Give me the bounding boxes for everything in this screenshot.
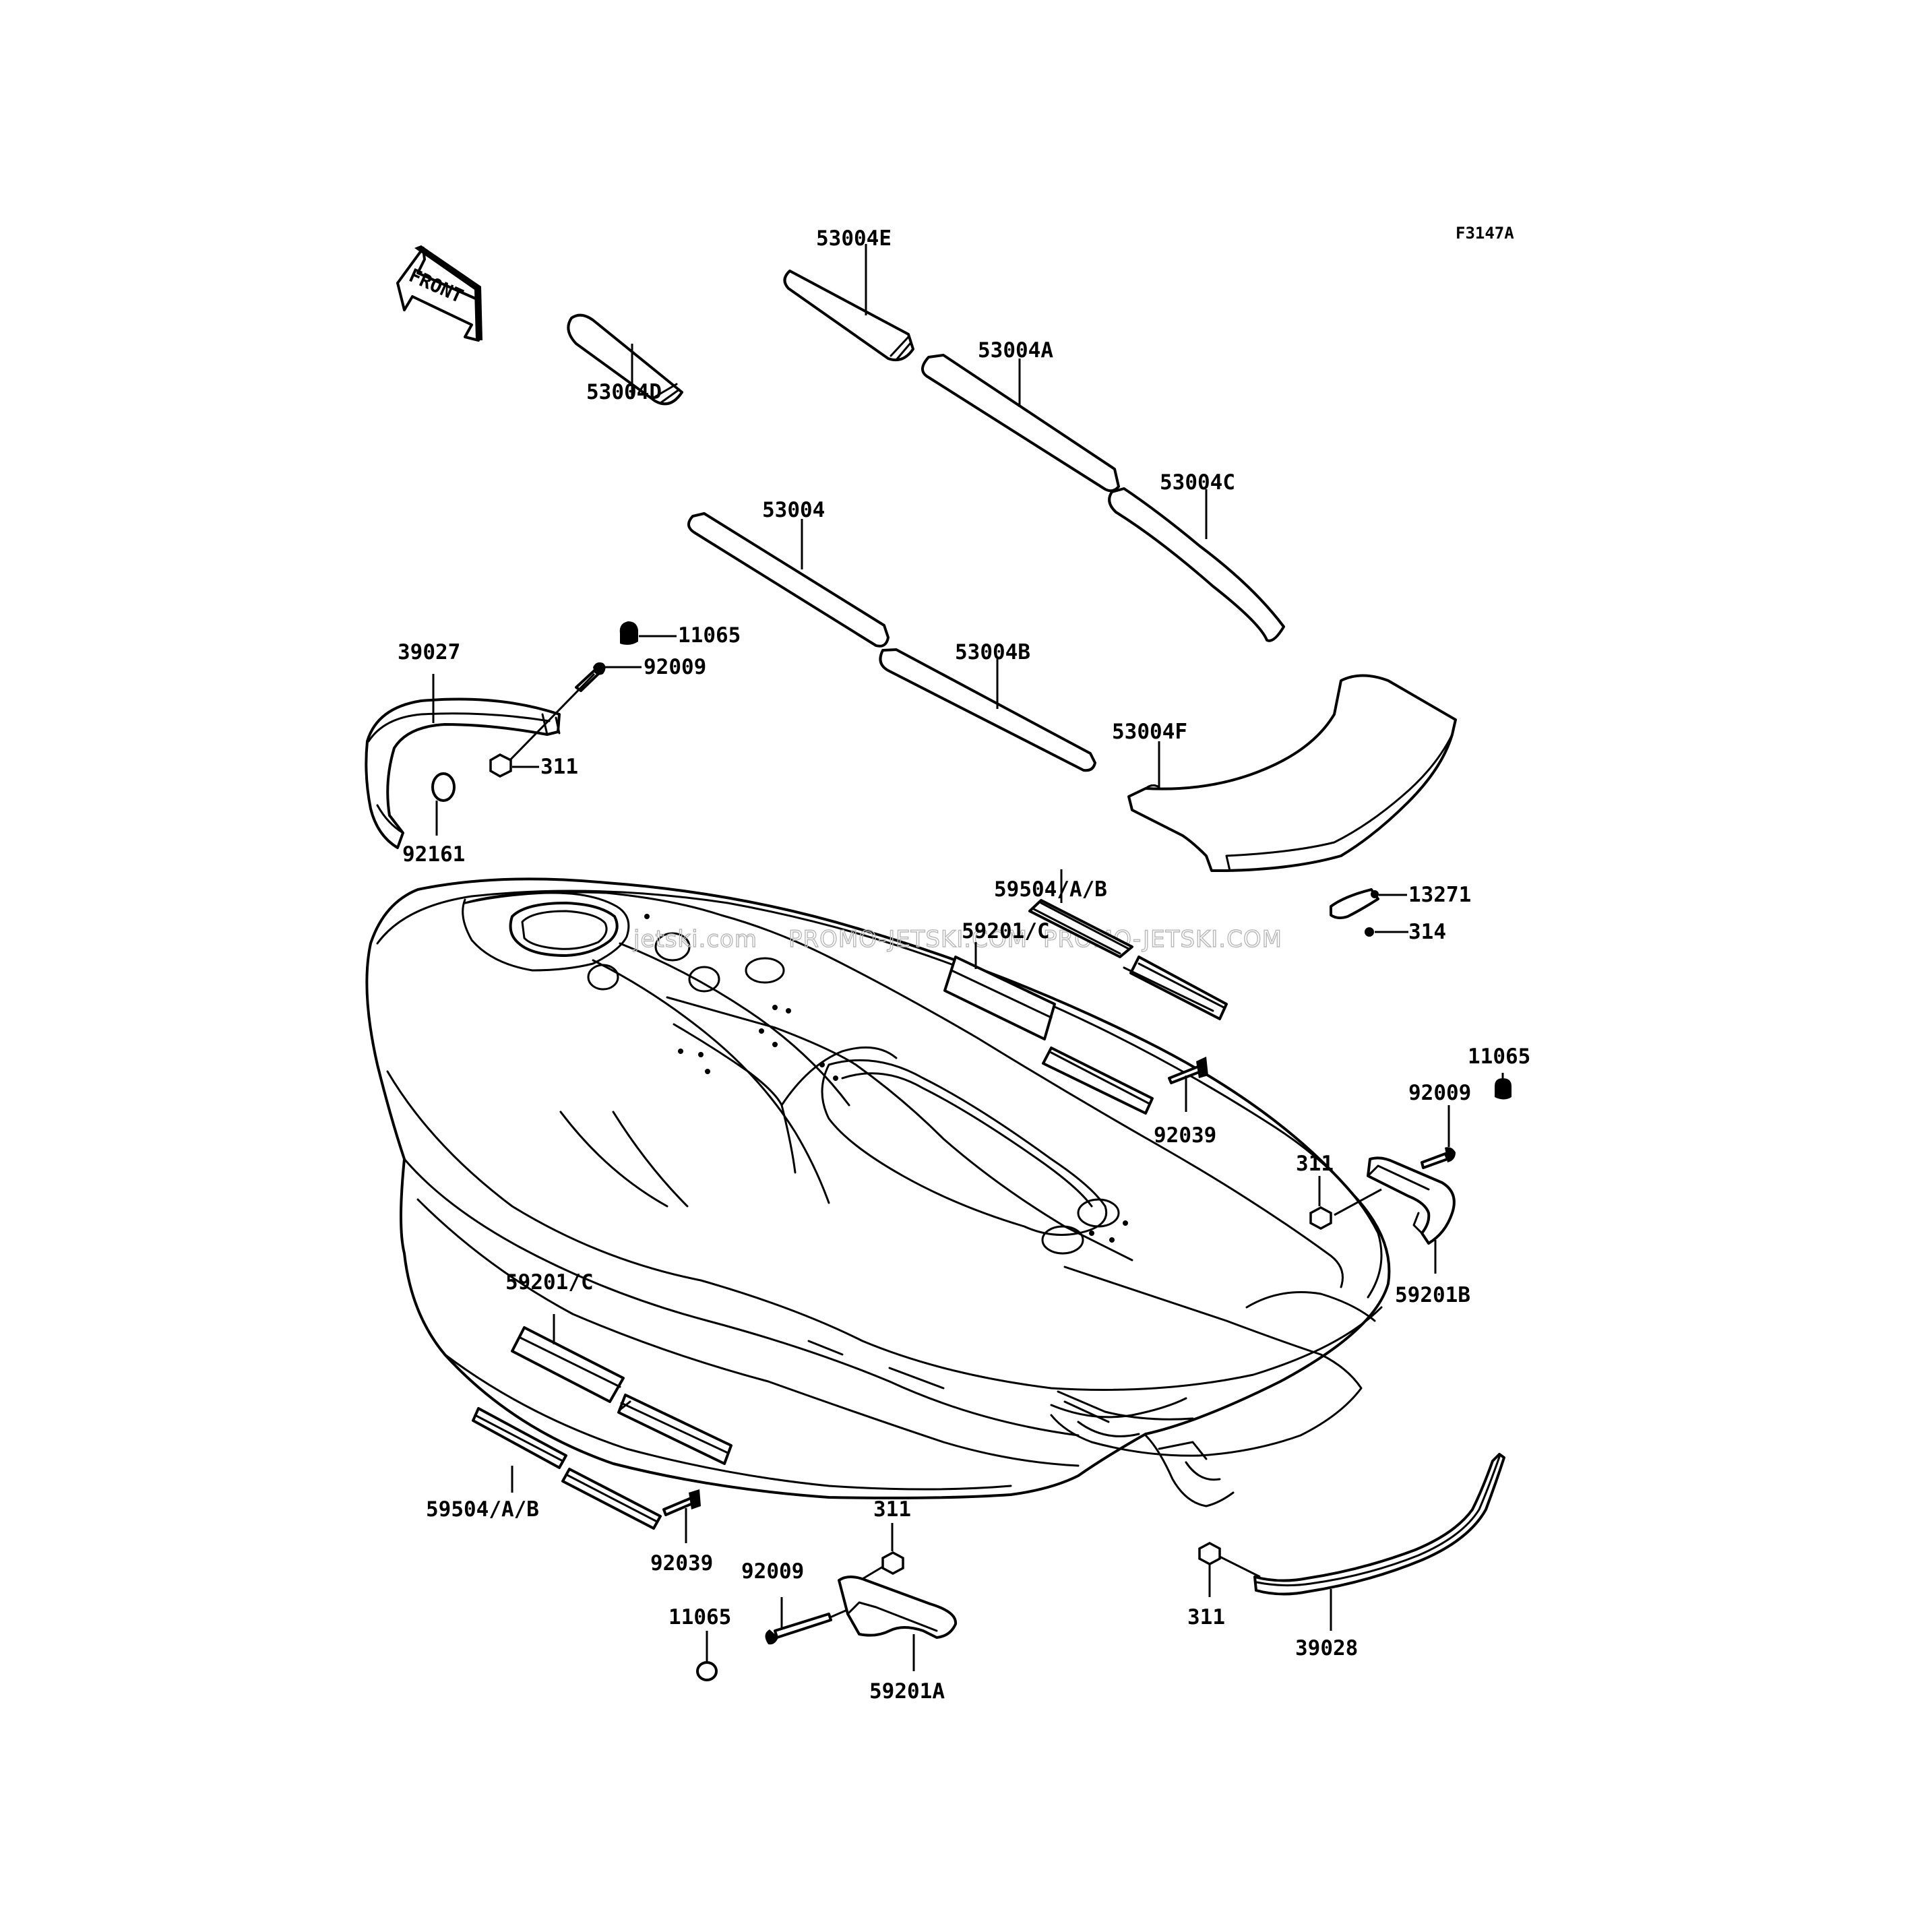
mat-53004F	[1127, 674, 1457, 872]
rivet-92039-left	[662, 1489, 701, 1543]
callout-311-bottom-right: 311	[1187, 1605, 1225, 1629]
figure-code: F3147A	[1456, 224, 1514, 243]
callout-53004A: 53004A	[978, 338, 1053, 363]
mat-53004D	[567, 313, 683, 406]
callout-92009-bottom: 92009	[741, 1559, 804, 1584]
callout-11065-bottom: 11065	[668, 1605, 731, 1629]
mat-53004E	[783, 244, 914, 362]
callout-59201B: 59201B	[1395, 1283, 1470, 1307]
bolt-92009-right	[1421, 1105, 1456, 1169]
plug-92161	[431, 772, 456, 836]
bolt-92009-top	[501, 662, 642, 770]
front-arrow-icon: FRONT	[396, 245, 482, 342]
callout-59201C-left: 59201/C	[505, 1270, 594, 1295]
callout-314: 314	[1408, 920, 1446, 944]
pad-59201C-right-a	[943, 942, 1056, 1040]
pad-59201C-left	[511, 1314, 733, 1465]
callout-53004F: 53004F	[1112, 720, 1187, 744]
callout-53004: 53004	[762, 498, 825, 522]
callout-59504-left: 59504/A/B	[426, 1497, 539, 1522]
pad-59504-left	[472, 1407, 662, 1530]
callout-59201A: 59201A	[869, 1679, 945, 1704]
nut-311-bottom-right	[1198, 1542, 1261, 1597]
callout-92009-right: 92009	[1408, 1081, 1471, 1105]
nut-311-top	[489, 753, 539, 778]
nut-311-bottom	[854, 1523, 904, 1585]
cap-11065-right	[1495, 1073, 1512, 1100]
mat-53004C	[1108, 487, 1285, 642]
callout-53004C: 53004C	[1160, 470, 1235, 495]
callout-53004D: 53004D	[586, 380, 662, 404]
callout-11065-top: 11065	[678, 623, 741, 648]
callout-311-top: 311	[540, 755, 578, 779]
callout-59201C-right: 59201/C	[962, 919, 1050, 943]
guard-59201A	[838, 1576, 958, 1671]
mat-53004B	[879, 648, 1096, 772]
bracket-13271	[1330, 888, 1408, 937]
callout-11065-right: 11065	[1468, 1045, 1530, 1069]
pad-59504-right	[1028, 869, 1133, 958]
hull-icon	[365, 877, 1391, 1507]
cap-11065-top	[619, 621, 677, 645]
mat-53004	[687, 512, 890, 648]
bolt-92009-bottom	[765, 1597, 846, 1645]
callout-92039-right: 92039	[1154, 1123, 1216, 1148]
callout-13271: 13271	[1408, 883, 1471, 907]
callout-92161: 92161	[402, 842, 465, 867]
callout-311-bottom: 311	[873, 1497, 911, 1522]
callout-59504-right: 59504/A/B	[994, 877, 1107, 902]
nut-311-right	[1309, 1176, 1382, 1230]
cap-11065-bottom	[696, 1631, 718, 1681]
callout-92039-left: 92039	[650, 1551, 713, 1576]
callout-53004B: 53004B	[955, 640, 1030, 664]
callout-53004E: 53004E	[816, 226, 892, 251]
mat-53004A	[921, 354, 1120, 493]
callout-39027: 39027	[398, 640, 460, 664]
callout-92009-top: 92009	[644, 655, 706, 679]
watermark-1: jetski.com	[633, 926, 757, 953]
rail-39028	[1253, 1453, 1505, 1631]
callout-39028: 39028	[1295, 1636, 1358, 1660]
pad-59201C-right-b	[1042, 956, 1228, 1115]
bumper-39027	[365, 674, 561, 849]
callout-311-right: 311	[1296, 1152, 1334, 1176]
guard-59201B	[1367, 1156, 1456, 1274]
watermark-2: PROMO-JETSKI.COM	[788, 926, 1028, 953]
rivet-92039-right	[1168, 1057, 1208, 1112]
